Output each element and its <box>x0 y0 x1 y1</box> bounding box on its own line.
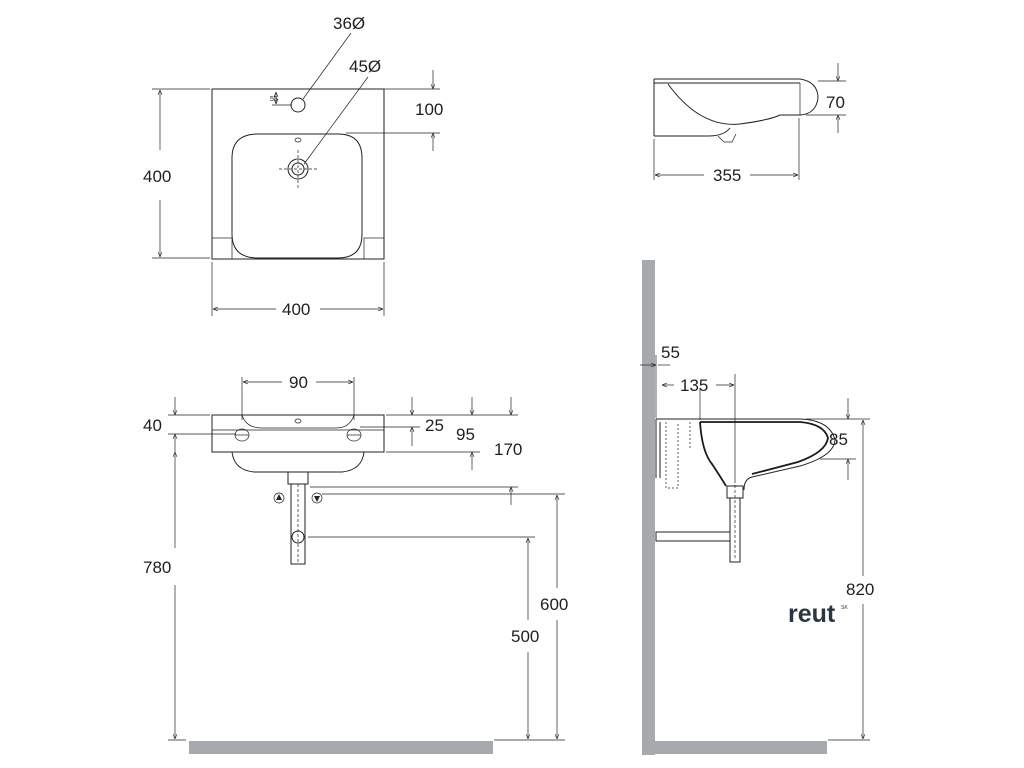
dim-basin-height: 85 <box>829 430 848 449</box>
dim-height-70: 70 <box>826 93 845 112</box>
brand-suffix: SK <box>841 605 848 611</box>
dim-fixing-spacing: 90 <box>289 373 308 392</box>
tap-hole <box>290 97 306 113</box>
wall <box>642 260 655 755</box>
basin-front <box>211 414 385 453</box>
drain-hole <box>287 158 309 180</box>
dim-rim: 40 <box>143 416 162 435</box>
bowl-outline <box>231 133 363 259</box>
dim-bowl-height: 95 <box>456 425 475 444</box>
dim-width: 400 <box>282 300 310 319</box>
side-installation-view: 55 135 85 820 reut SK <box>640 260 874 755</box>
dim-total-height: 170 <box>494 440 522 459</box>
basin-outline <box>211 88 385 260</box>
dim-fixing-height: 25 <box>425 416 444 435</box>
front-view: 90 40 25 95 170 780 600 <box>143 373 568 754</box>
brand-logo: reut <box>788 600 836 628</box>
dim-depth-355: 355 <box>713 166 741 185</box>
dim-depth: 400 <box>143 167 171 186</box>
floor-side <box>655 741 827 754</box>
dim-floor-to-top: 820 <box>846 580 874 599</box>
dim-tap-hole: 36Ø <box>333 14 365 33</box>
dim-waste-offset: 135 <box>680 376 708 395</box>
dim-floor-to-waste: 600 <box>540 595 568 614</box>
dim-wall-offset: 55 <box>661 343 680 362</box>
top-view: 55 36Ø 45Ø 100 400 400 <box>143 14 443 319</box>
dim-drain-hole: 45Ø <box>349 57 381 76</box>
dim-floor-to-trap: 500 <box>511 627 539 646</box>
side-profile-view: 70 355 <box>653 63 846 185</box>
floor-front <box>189 741 493 754</box>
dim-floor-to-rim: 780 <box>143 558 171 577</box>
dim-tap-offset: 55 <box>270 96 278 103</box>
dim-bowl-offset: 100 <box>415 100 443 119</box>
